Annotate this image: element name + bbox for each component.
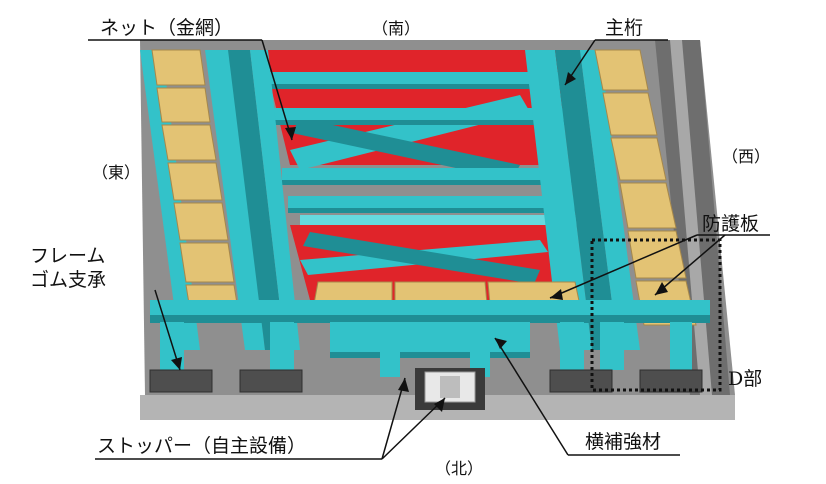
label-frame: フレーム: [30, 245, 105, 267]
label-lateral-stiffener: 横補強材: [585, 431, 661, 453]
direction-north: （北）: [435, 459, 483, 478]
d-part-box: [590, 238, 722, 392]
arrowheads: [171, 72, 668, 412]
direction-south: （南）: [372, 19, 420, 38]
label-net: ネット（金網）: [100, 17, 233, 39]
direction-east: （東）: [92, 163, 140, 182]
label-rubber-bearing: ゴム支承: [30, 269, 106, 291]
label-protective-plate: 防護板: [702, 213, 759, 235]
rubber-bearings: [149, 369, 703, 393]
label-stopper: ストッパー（自主設備）: [97, 435, 306, 457]
cross-beams: [262, 72, 580, 225]
label-main-girder: 主桁: [605, 17, 643, 39]
label-d-part: D部: [728, 368, 762, 390]
stopper: [415, 368, 485, 410]
leader-lines: [88, 39, 770, 460]
front-frame: [150, 300, 710, 377]
direction-west: （西）: [722, 147, 770, 166]
